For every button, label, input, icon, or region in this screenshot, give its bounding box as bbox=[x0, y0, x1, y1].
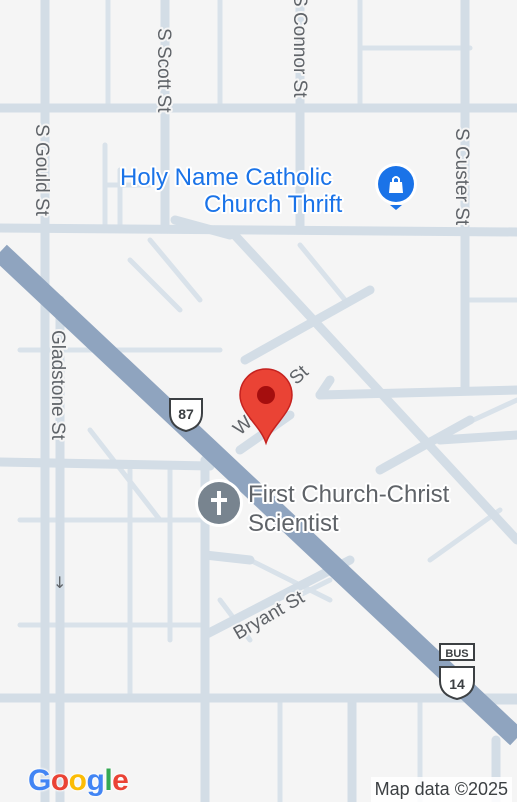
street-label-gould: S Gould St bbox=[31, 124, 52, 217]
cross-icon bbox=[195, 479, 243, 527]
map-attribution[interactable]: Map data ©2025 bbox=[370, 777, 512, 802]
logo-letter-o2: o bbox=[68, 764, 87, 797]
route-14-bus-shield: BUS 14 bbox=[439, 643, 475, 701]
highway-87 bbox=[0, 244, 517, 746]
poi-thrift-label-line1: Holy Name Catholic bbox=[120, 164, 332, 191]
minor-streets bbox=[17, 0, 517, 802]
map-pin-icon[interactable] bbox=[239, 368, 293, 446]
poi-first-church[interactable]: First Church-Christ Scientist bbox=[195, 479, 452, 539]
route-87-number: 87 bbox=[178, 406, 194, 422]
poi-thrift-label-line2: Church Thrift bbox=[204, 191, 343, 218]
logo-letter-g1: G bbox=[28, 764, 51, 797]
route-87-shield: 87 bbox=[169, 398, 203, 433]
poi-church-label-line2: Scientist bbox=[248, 510, 339, 537]
logo-letter-l: l bbox=[104, 764, 113, 797]
one-way-arrow-icon: ↓ bbox=[53, 573, 66, 592]
logo-letter-o1: o bbox=[50, 764, 69, 797]
street-label-connor: S Connor St bbox=[289, 0, 310, 98]
route-bus-label: BUS bbox=[445, 648, 468, 660]
logo-letter-e: e bbox=[112, 764, 129, 797]
google-logo[interactable]: Google bbox=[28, 764, 129, 798]
route-14-number: 14 bbox=[449, 676, 465, 692]
street-label-custer: S Custer St bbox=[451, 128, 472, 226]
poi-holy-name-thrift[interactable]: Holy Name Catholic Church Thrift bbox=[118, 162, 417, 220]
street-label-scott: S Scott St bbox=[153, 28, 174, 113]
shopping-bag-icon bbox=[375, 163, 417, 210]
poi-church-label-line1: First Church-Christ bbox=[248, 481, 450, 508]
logo-letter-g2: g bbox=[86, 764, 105, 797]
street-label-gladstone: Gladstone St bbox=[47, 330, 68, 441]
